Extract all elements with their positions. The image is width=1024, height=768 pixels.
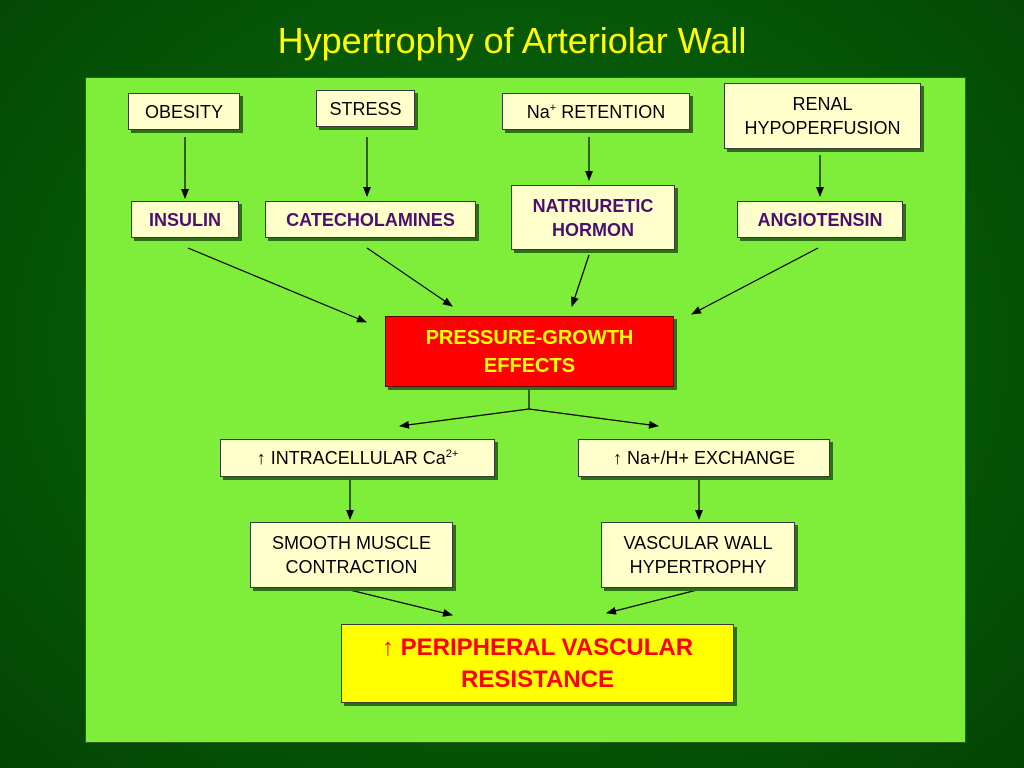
intracellular-calcium-label: ↑ INTRACELLULAR Ca2+ [256,448,459,468]
arrow-catecholamines-central [366,247,453,307]
na-h-exchange-box: ↑ Na+/H+ EXCHANGE [578,439,830,477]
arrow-smooth-result [349,589,453,617]
increase-arrow-icon: ↑ [612,448,622,468]
intracellular-calcium-box: ↑ INTRACELLULAR Ca2+ [220,439,495,477]
obesity-box: OBESITY [128,93,240,130]
increase-arrow-icon: ↑ [256,448,266,468]
insulin-label: INSULIN [149,209,221,230]
arrow-natriuretic-central [571,254,590,307]
na-h-exchange-label: ↑ Na+/H+ EXCHANGE [612,448,796,468]
obesity-label: OBESITY [144,101,224,122]
arrow-angiotensin-central [691,247,819,315]
slide-title: Hypertrophy of Arteriolar Wall [277,20,747,61]
angiotensin-box: ANGIOTENSIN [737,201,903,238]
insulin-box: INSULIN [131,201,239,238]
increase-arrow-icon: ↑ [381,633,394,661]
catecholamines-label: CATECHOLAMINES [286,209,455,230]
arrow-central-calcium [399,408,530,429]
stress-box: STRESS [316,90,415,127]
angiotensin-label: ANGIOTENSIN [757,209,883,230]
catecholamines-box: CATECHOLAMINES [265,201,476,238]
stress-label: STRESS [329,98,402,119]
na-retention-box: Na+ RETENTION [502,93,690,130]
na-retention-label: Na+ RETENTION [526,101,666,122]
arrow-central-exchange [528,408,659,429]
arrow-insulin-central [187,247,367,323]
arrow-vascular-result [606,589,698,615]
